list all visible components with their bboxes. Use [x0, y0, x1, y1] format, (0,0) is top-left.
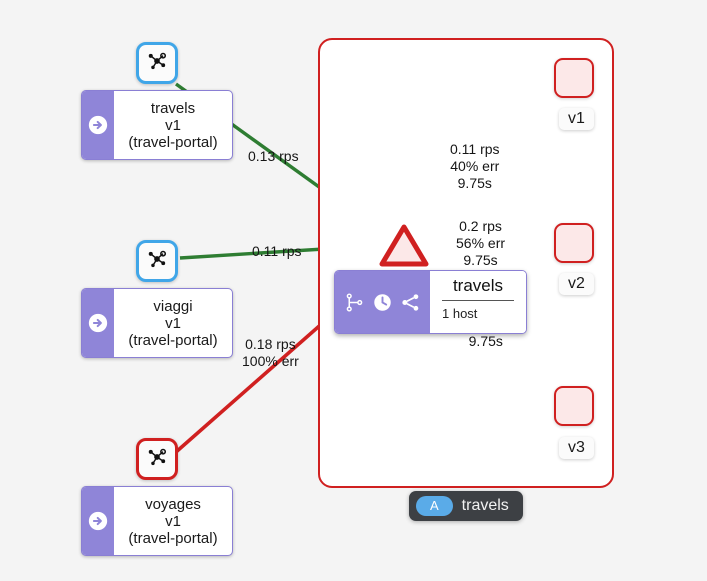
workload-version: v1: [165, 512, 181, 530]
workload-version: v1: [165, 116, 181, 134]
edge-label-service-to-v2: 0.2 rps 56% err 9.75s: [456, 218, 505, 269]
arrow-right-circle-icon: [82, 91, 114, 159]
version-node-v2[interactable]: [554, 223, 594, 263]
workload-name: voyages: [145, 495, 201, 513]
workload-card-travels[interactable]: travels v1 (travel-portal): [81, 90, 233, 160]
workload-namespace: (travel-portal): [128, 529, 218, 547]
edge-rate: 0.13 rps: [248, 148, 299, 164]
app-node-travels[interactable]: [136, 42, 178, 84]
workload-namespace: (travel-portal): [128, 331, 218, 349]
edge-errors: 56% err: [456, 235, 506, 251]
legend-pill-travels[interactable]: A travels: [409, 491, 523, 521]
popup-divider: [442, 300, 514, 301]
workload-namespace: (travel-portal): [128, 133, 218, 151]
edge-latency: 9.75s: [457, 175, 492, 191]
popup-body: travels 1 host: [430, 271, 526, 333]
app-node-voyages[interactable]: [136, 438, 178, 480]
edge-rate: 0.11 rps: [450, 141, 500, 157]
workload-card-voyages[interactable]: voyages v1 (travel-portal): [81, 486, 233, 556]
workload-label-travels: travels v1 (travel-portal): [114, 91, 232, 159]
workload-label-voyages: voyages v1 (travel-portal): [114, 487, 232, 555]
topology-graph-icon: [146, 248, 168, 275]
topology-graph-icon: [146, 50, 168, 77]
workload-label-viaggi: viaggi v1 (travel-portal): [114, 289, 232, 357]
popup-title: travels: [452, 276, 504, 295]
share-nodes-icon[interactable]: [400, 292, 421, 313]
version-node-v3[interactable]: [554, 386, 594, 426]
topology-graph-icon: [146, 446, 168, 473]
version-label-v3: v3: [559, 437, 594, 459]
popup-subtitle: 1 host: [442, 306, 478, 321]
edge-errors: 100% err: [242, 353, 299, 369]
popup-action-bar[interactable]: [335, 271, 430, 333]
workload-card-viaggi[interactable]: viaggi v1 (travel-portal): [81, 288, 233, 358]
workload-name: travels: [150, 99, 196, 117]
edge-rate: 0.11 rps: [252, 243, 302, 259]
legend-label: travels: [461, 497, 509, 514]
edge-latency: 9.75s: [468, 333, 503, 349]
app-node-viaggi[interactable]: [136, 240, 178, 282]
version-node-v1[interactable]: [554, 58, 594, 98]
edge-label-travels-to-service: 0.13 rps: [248, 148, 299, 165]
arrow-right-circle-icon: [82, 289, 114, 357]
edge-label-voyages-to-service: 0.18 rps 100% err: [242, 336, 299, 370]
sitemap-icon[interactable]: [344, 292, 365, 313]
clock-icon[interactable]: [372, 292, 393, 313]
edge-latency: 9.75s: [463, 252, 498, 268]
service-summary-popup[interactable]: travels 1 host: [334, 270, 527, 334]
edge-rate: 0.2 rps: [459, 218, 502, 234]
edge-label-viaggi-to-service: 0.11 rps: [252, 243, 302, 260]
edge-errors: 40% err: [450, 158, 500, 174]
arrow-right-circle-icon: [82, 487, 114, 555]
edge-label-service-to-v1: 0.11 rps 40% err 9.75s: [450, 141, 500, 192]
edge-rate: 0.18 rps: [245, 336, 296, 352]
version-label-v1: v1: [559, 108, 594, 130]
service-node-travels[interactable]: [378, 222, 430, 270]
workload-version: v1: [165, 314, 181, 332]
legend-chip: A: [416, 496, 453, 516]
workload-name: viaggi: [153, 297, 193, 315]
version-label-v2: v2: [559, 273, 594, 295]
